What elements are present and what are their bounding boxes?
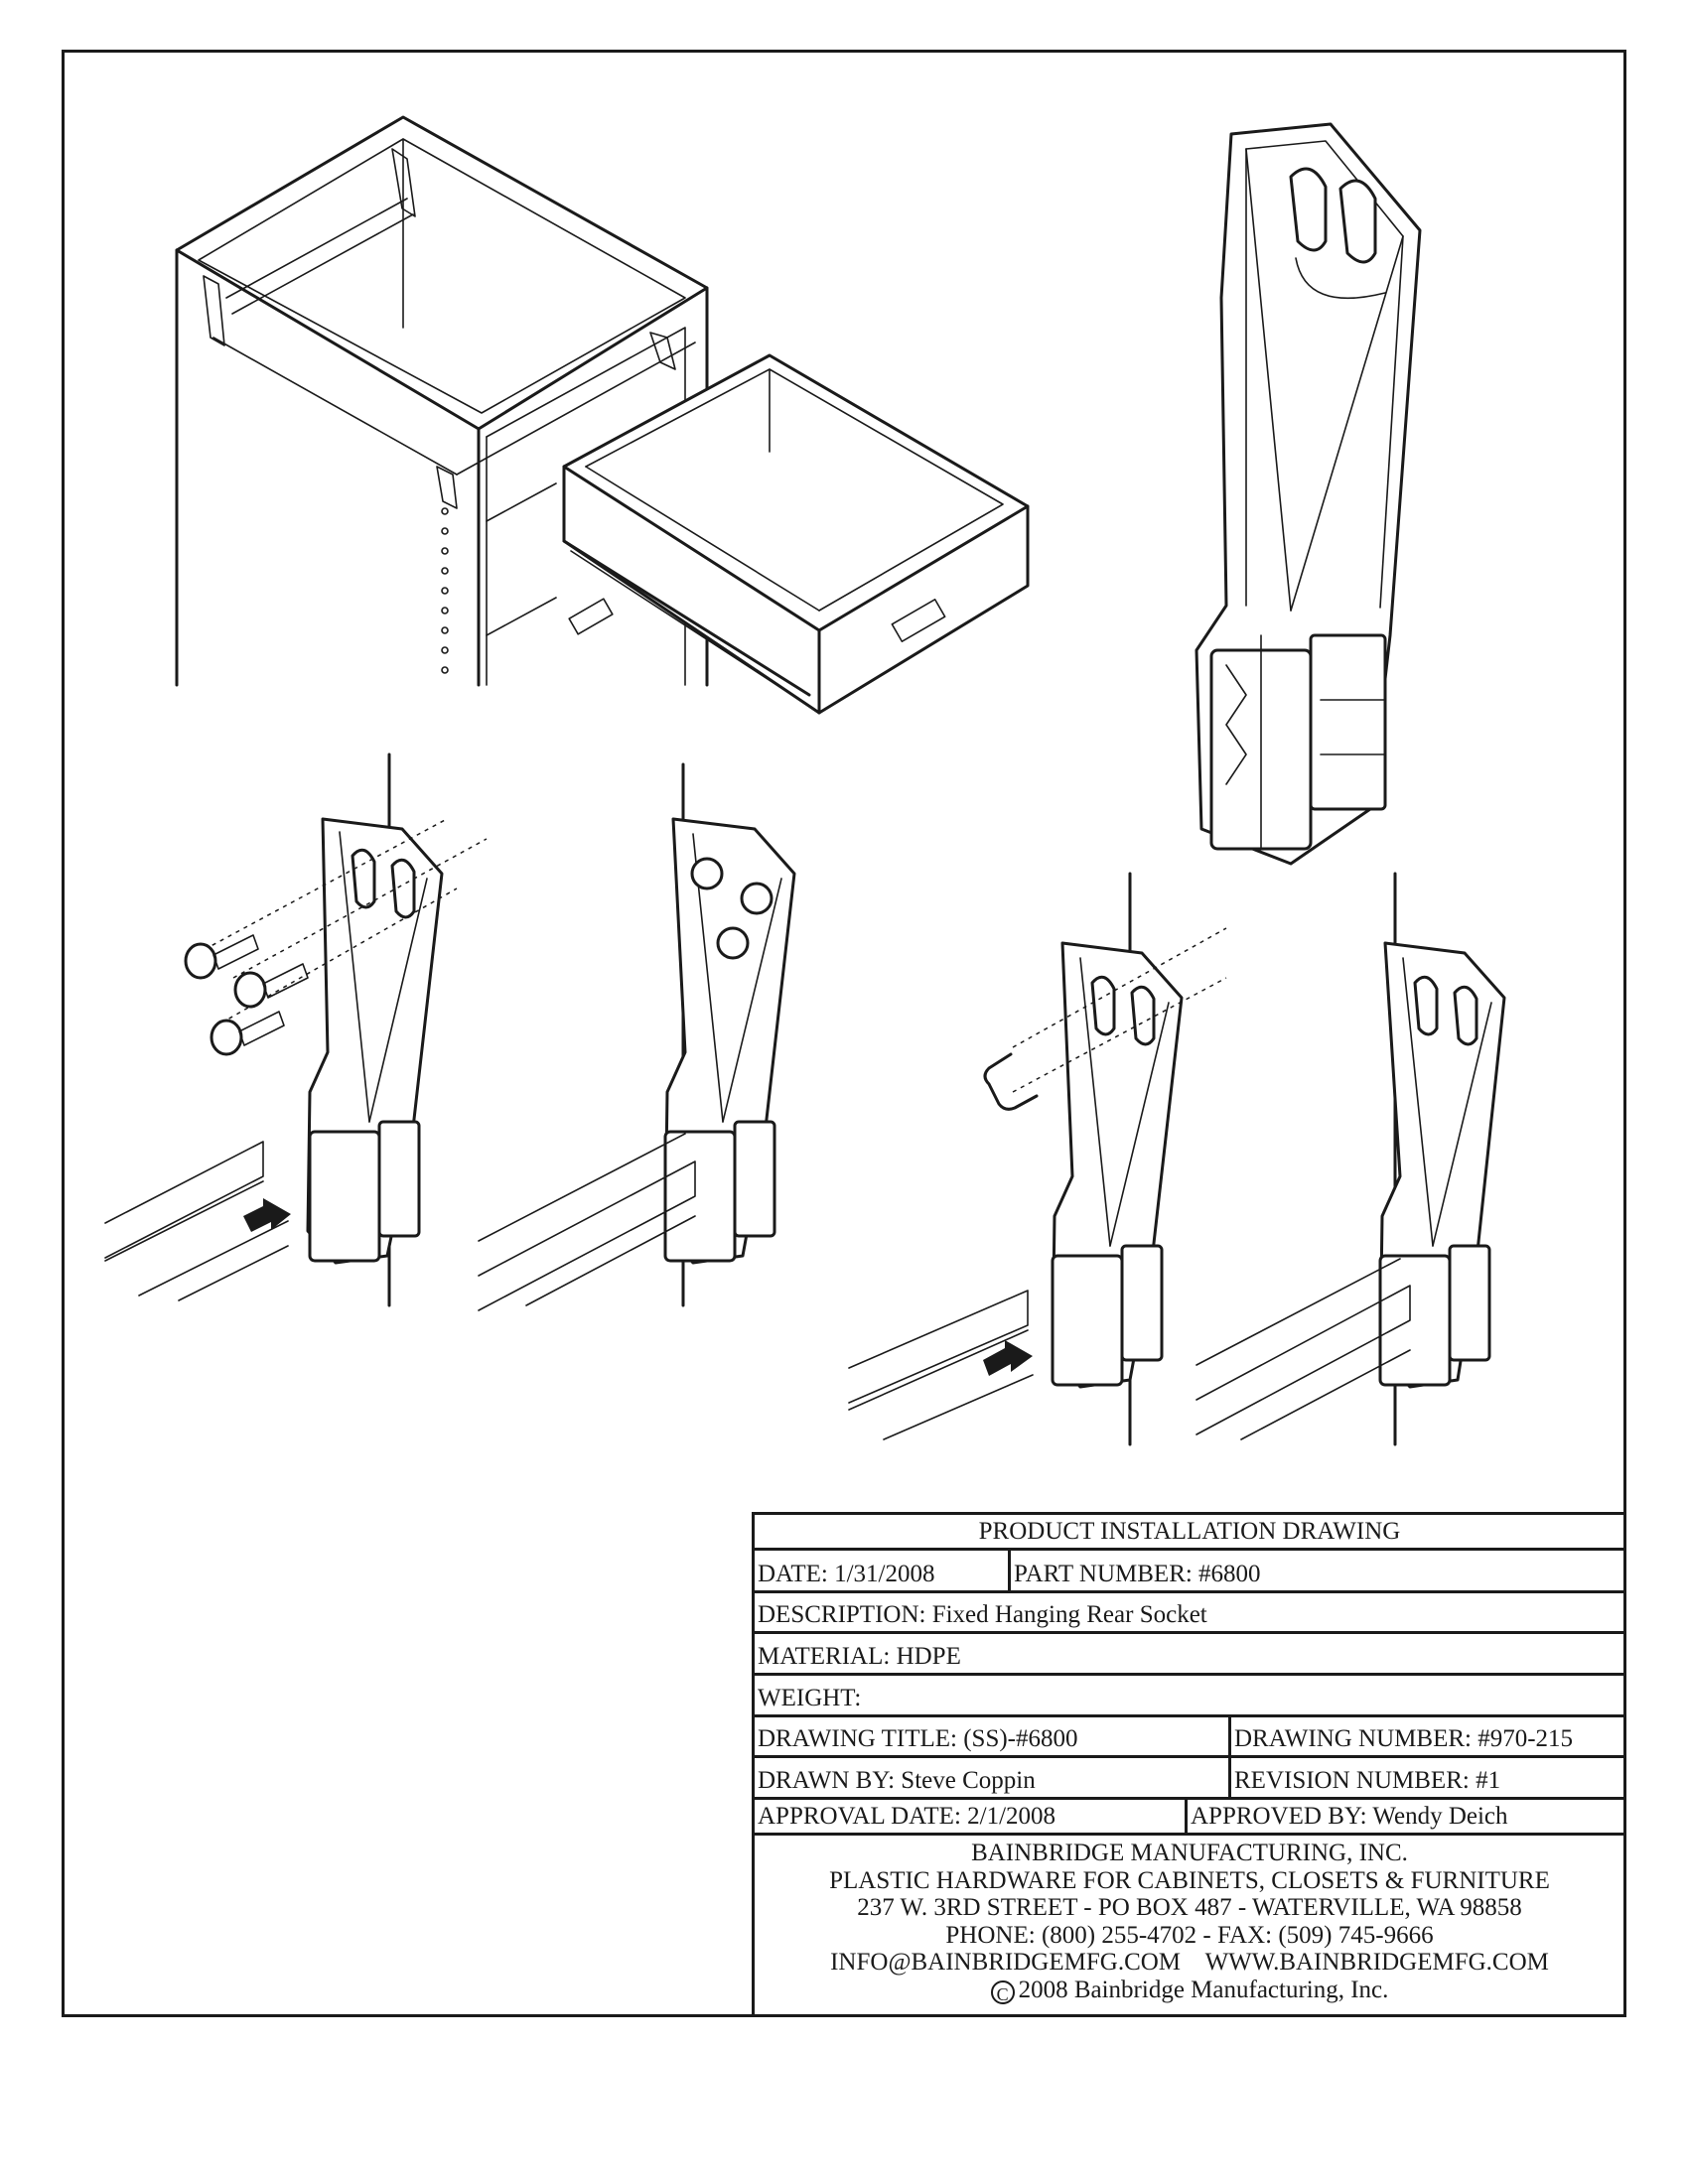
drawing-title-field: DRAWING TITLE: (SS)-#6800	[758, 1725, 1078, 1752]
company-address: 237 W. 3RD STREET - PO BOX 487 - WATERVI…	[857, 1894, 1522, 1921]
company-phone-fax: PHONE: (800) 255-4702 - FAX: (509) 745-9…	[945, 1921, 1434, 1949]
copyright-text: 2008 Bainbridge Manufacturing, Inc.	[1018, 1976, 1389, 2003]
shelf-pin-holes	[441, 507, 449, 674]
drawer-slide-rail	[104, 1141, 289, 1301]
part-number-field: PART NUMBER: #6800	[1008, 1551, 1624, 1590]
screw-icon	[233, 963, 309, 1009]
title-block-heading-row: PRODUCT INSTALLATION DRAWING	[755, 1515, 1624, 1551]
weight-field: WEIGHT:	[758, 1685, 862, 1711]
company-info: BAINBRIDGE MANUFACTURING, INC. PLASTIC H…	[755, 1840, 1624, 2004]
company-email-web: INFO@BAINBRIDGEMFG.COM WWW.BAINBRIDGEMFG…	[830, 1949, 1549, 1976]
screw-icon	[210, 1011, 285, 1056]
description-row: DESCRIPTION: Fixed Hanging Rear Socket	[755, 1593, 1624, 1634]
drawing-title-row: DRAWING TITLE: (SS)-#6800 DRAWING NUMBER…	[755, 1717, 1624, 1758]
approval-date-field: APPROVAL DATE: 2/1/2008	[758, 1803, 1056, 1830]
drawer-slide-rail	[478, 1133, 696, 1311]
approved-by-field: APPROVED BY: Wendy Deich	[1185, 1800, 1624, 1833]
rear-socket-detail	[1195, 122, 1422, 866]
drawing-number-field: DRAWING NUMBER: #970-215	[1228, 1717, 1624, 1755]
drawer-slide-rail	[848, 1290, 1034, 1440]
copyright-icon: C	[990, 1979, 1015, 2004]
drawing-border	[62, 50, 1626, 2017]
screw-icon	[184, 934, 259, 980]
title-block: PRODUCT INSTALLATION DRAWING DATE: 1/31/…	[752, 1512, 1624, 2016]
drawer-slide-rail	[1196, 1258, 1411, 1440]
step-clipped-socket	[1196, 872, 1506, 1446]
company-name: BAINBRIDGE MANUFACTURING, INC.	[971, 1840, 1408, 1866]
step-clip-mount	[848, 872, 1227, 1446]
company-tagline: PLASTIC HARDWARE FOR CABINETS, CLOSETS &…	[829, 1866, 1550, 1894]
step-screw-mount	[104, 752, 488, 1307]
revision-number-field: REVISION NUMBER: #1	[1228, 1758, 1624, 1797]
date-field: DATE: 1/31/2008	[758, 1561, 935, 1587]
clip-icon	[983, 1052, 1039, 1111]
insert-arrow-icon	[983, 1340, 1033, 1376]
cabinet-with-drawer	[175, 115, 1030, 715]
weight-row: WEIGHT:	[755, 1676, 1624, 1717]
step-screwed-socket	[478, 762, 796, 1311]
material-field: MATERIAL: HDPE	[758, 1643, 961, 1670]
insert-arrow-icon	[243, 1198, 291, 1232]
drawn-by-field: DRAWN BY: Steve Coppin	[758, 1767, 1036, 1794]
drawn-by-row: DRAWN BY: Steve Coppin REVISION NUMBER: …	[755, 1758, 1624, 1800]
title-block-heading: PRODUCT INSTALLATION DRAWING	[978, 1518, 1401, 1545]
approval-row: APPROVAL DATE: 2/1/2008 APPROVED BY: Wen…	[755, 1800, 1624, 1836]
date-part-row: DATE: 1/31/2008 PART NUMBER: #6800	[755, 1551, 1624, 1593]
description-field: DESCRIPTION: Fixed Hanging Rear Socket	[758, 1601, 1207, 1628]
material-row: MATERIAL: HDPE	[755, 1634, 1624, 1676]
